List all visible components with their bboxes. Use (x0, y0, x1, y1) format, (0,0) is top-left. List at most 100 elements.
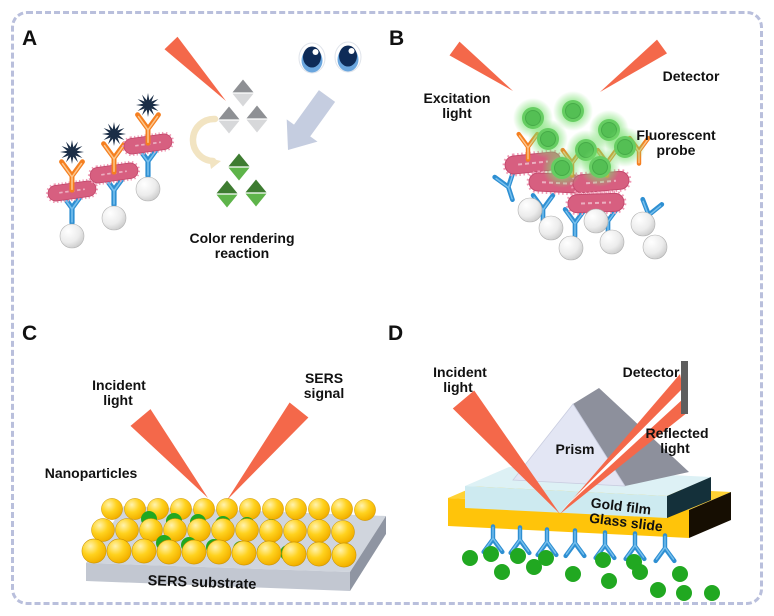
sers-signal-beam-icon (227, 402, 309, 500)
gold-row-mid (91, 518, 355, 544)
free-analyte (704, 585, 720, 601)
immunocomplex (123, 93, 173, 201)
gold-nanoparticle (211, 518, 235, 542)
panel-spr: D Incident light Detector Ref (387, 300, 774, 616)
gold-nanoparticle (262, 498, 284, 520)
gold-nanoparticle (101, 498, 123, 520)
substrate-crystal (232, 79, 254, 107)
substrate-crystal (218, 106, 240, 134)
detector-label: Detector (623, 364, 680, 380)
fluorescent-probe (579, 146, 621, 188)
gold-nanoparticle (91, 518, 115, 542)
fluorescent-probe (541, 147, 583, 189)
free-analyte (565, 566, 581, 582)
colored-product-crystal (228, 153, 250, 181)
reflected-beam-split-gap (562, 390, 683, 510)
colored-product-crystal (216, 180, 238, 208)
panel-d-label: D (388, 322, 403, 345)
panel-d-canvas: D Incident light Detector Ref (388, 322, 731, 601)
immunocomplex (47, 140, 97, 248)
bound-analyte (595, 552, 611, 568)
immunocomplex-group (47, 93, 173, 248)
free-analyte (526, 559, 542, 575)
gold-nanoparticle (131, 538, 157, 564)
panel-a-canvas: A Color rendering reaction (22, 27, 362, 261)
incident-beam-icon (130, 409, 208, 498)
excitation-light-label-line2: light (442, 105, 472, 121)
free-analyte (676, 585, 692, 601)
emission-beam-icon (600, 39, 667, 92)
gold-nanoparticle (216, 498, 238, 520)
gold-nanoparticle (283, 519, 307, 543)
capture-antibody (656, 535, 675, 561)
detector-bar-icon (681, 361, 688, 414)
panel-c-canvas: C Incident light SERS signal Nanoparticl… (22, 322, 386, 593)
gold-nanoparticle (281, 541, 307, 567)
reaction-arrowhead-icon (209, 158, 221, 169)
caption-color-rendering-line1: Color rendering (189, 230, 294, 246)
magnetic-bead (538, 215, 564, 241)
panel-a-label: A (22, 27, 37, 50)
magnetic-bead (630, 211, 656, 237)
gold-nanoparticle (231, 540, 257, 566)
gold-nanoparticle (259, 519, 283, 543)
free-analyte (601, 573, 617, 589)
capture-antibody (495, 171, 522, 203)
gold-nanoparticle (331, 520, 355, 544)
panel-sers: C Incident light SERS signal Nanoparticl… (0, 300, 387, 616)
observation-arrow-icon (286, 90, 336, 150)
gold-nanoparticle (239, 498, 261, 520)
gold-nanoparticle (106, 538, 132, 564)
magnetic-bead (517, 197, 543, 223)
gold-nanoparticle (331, 542, 357, 568)
magnetic-bead (599, 229, 625, 255)
free-analyte (650, 582, 666, 598)
panel-c-label: C (22, 322, 37, 345)
free-analyte (632, 564, 648, 580)
incident-light-label-line2: light (443, 379, 473, 395)
reflected-light-label-line2: light (660, 440, 690, 456)
fluorescent-probe-label-line2: probe (657, 142, 696, 158)
sers-substrate-label: SERS substrate (147, 573, 256, 593)
gold-nanoparticle (285, 498, 307, 520)
gold-nanoparticle (115, 518, 139, 542)
eye-icon (334, 41, 362, 73)
incident-beam-icon (452, 390, 560, 514)
gold-nanoparticle (81, 538, 107, 564)
gold-nanoparticle (256, 540, 282, 566)
gold-nanoparticle (331, 498, 353, 520)
panel-b-label: B (389, 27, 404, 50)
reflected-beam-icon (560, 374, 688, 514)
gold-nanoparticle (308, 498, 330, 520)
magnetic-bead (642, 234, 668, 260)
reaction-curved-arrow-icon (189, 115, 219, 165)
panel-colorimetric: A Color rendering reaction (0, 0, 387, 300)
free-analyte (462, 550, 478, 566)
light-beam-icon (164, 36, 226, 101)
product-crystals-group (216, 153, 267, 208)
gold-nanoparticle (235, 518, 259, 542)
sers-substrate-front-face (86, 563, 350, 591)
free-analyte (672, 566, 688, 582)
eye-icon (298, 42, 326, 74)
gold-film-front-face (465, 486, 667, 518)
incident-light-label-line2: light (103, 392, 133, 408)
magnetic-bead (583, 208, 609, 234)
gold-nanoparticle (354, 499, 376, 521)
fluorescent-probe-label-line1: Fluorescent (636, 127, 716, 143)
incident-light-label-line1: Incident (433, 364, 487, 380)
gold-film-label: Gold film (590, 494, 652, 517)
detector-label: Detector (663, 68, 720, 84)
glass-slide-side-face (689, 492, 731, 538)
bound-analyte (510, 548, 526, 564)
gold-nanoparticle (156, 539, 182, 565)
sers-substrate-side-face (350, 516, 386, 591)
sers-signal-label-line2: signal (304, 385, 344, 401)
free-analyte-group (462, 550, 720, 601)
caption-color-rendering-line2: reaction (215, 245, 269, 261)
gold-nanoparticle (306, 541, 332, 567)
nanoparticles-label: Nanoparticles (45, 465, 138, 481)
capture-antibody (566, 530, 585, 556)
gold-nanoparticle (206, 539, 232, 565)
